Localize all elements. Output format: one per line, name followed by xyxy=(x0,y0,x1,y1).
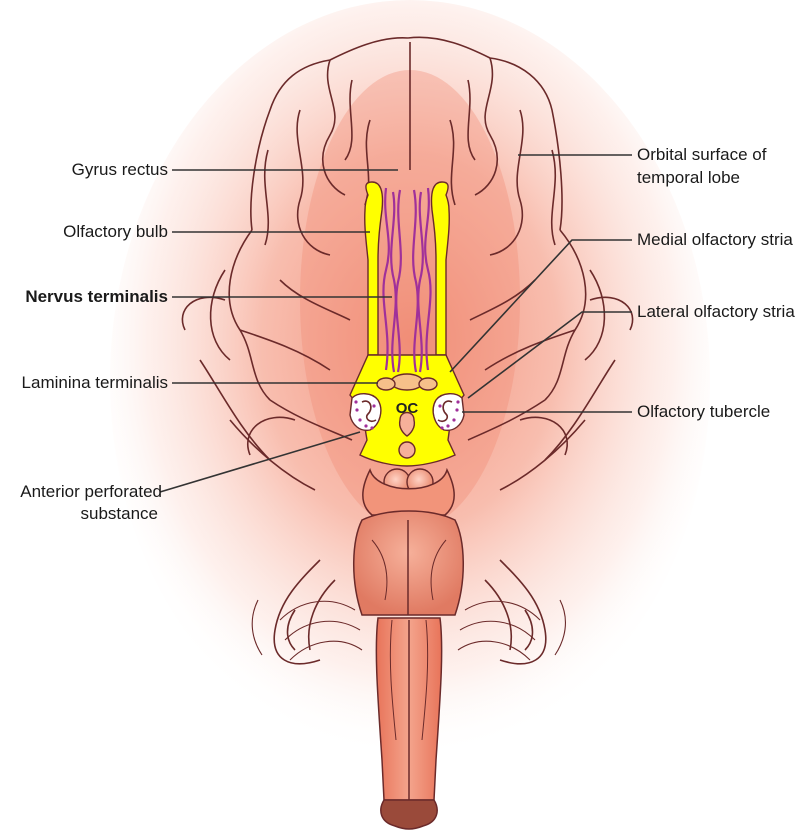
label-medial-olfactory-stria: Medial olfactory stria xyxy=(637,229,793,251)
label-anterior-perforated-line1: Anterior perforated xyxy=(4,481,162,503)
tuber-cinereum xyxy=(399,442,415,458)
label-gyrus-rectus: Gyrus rectus xyxy=(40,159,168,181)
label-anterior-perforated-line2: substance xyxy=(4,503,158,525)
label-olfactory-bulb: Olfactory bulb xyxy=(30,221,168,243)
label-lateral-olfactory-stria: Lateral olfactory stria xyxy=(637,301,795,323)
label-lamina-terminalis: Laminina terminalis xyxy=(4,372,168,394)
lamina-terminalis xyxy=(391,374,423,390)
label-orbital-surface-line1: Orbital surface of xyxy=(637,144,766,166)
label-nervus-terminalis: Nervus terminalis xyxy=(6,286,168,308)
spinal-cord-cut-end xyxy=(381,800,437,829)
label-orbital-surface-line2: temporal lobe xyxy=(637,167,740,189)
optic-chiasma-label: OC xyxy=(396,400,419,417)
label-olfactory-tubercle: Olfactory tubercle xyxy=(637,401,770,423)
